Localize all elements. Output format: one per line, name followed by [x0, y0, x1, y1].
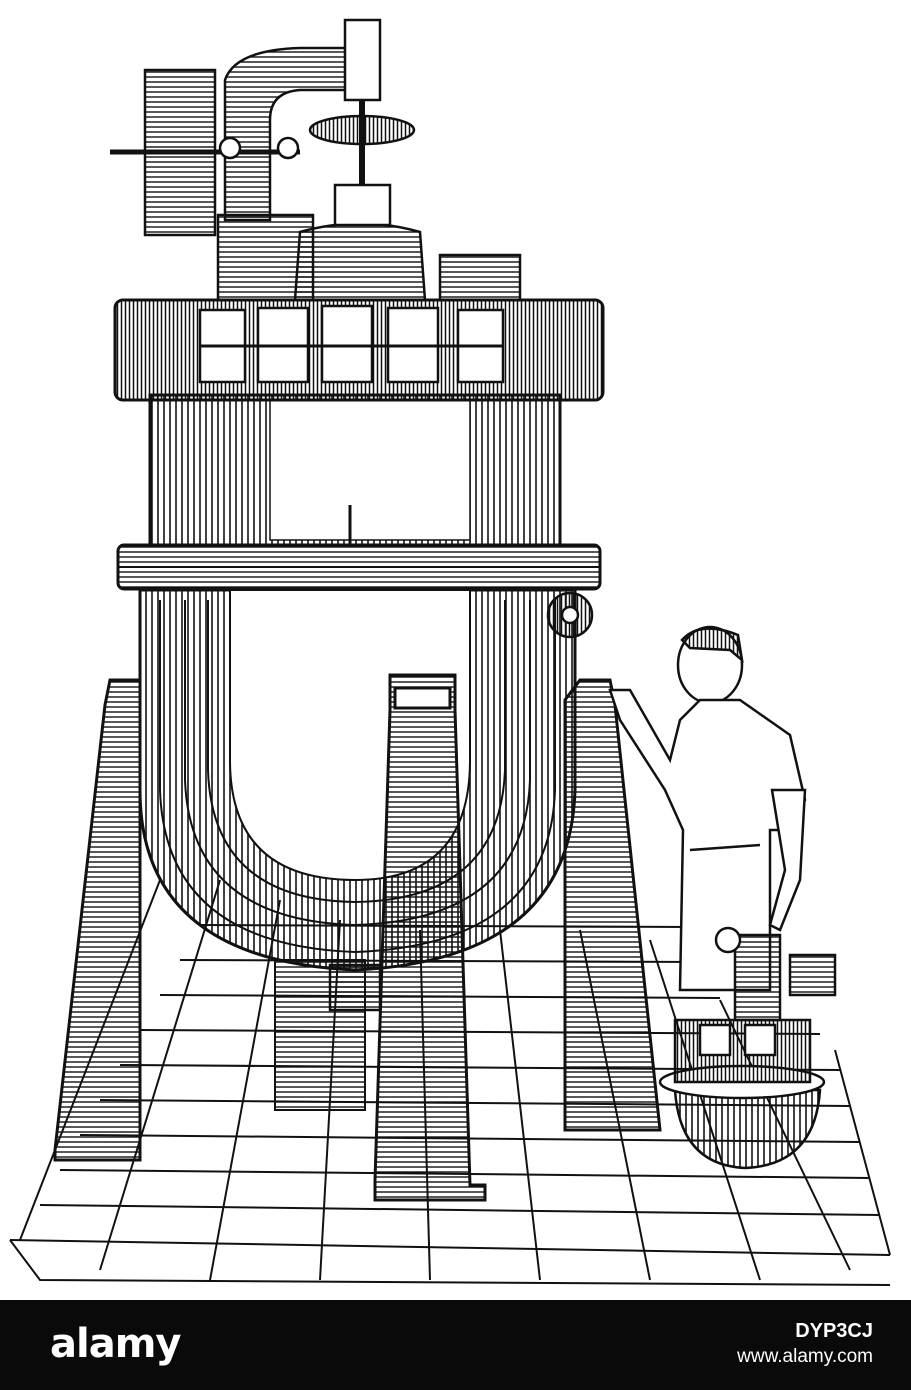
vessel-upper-cylinder [148, 393, 562, 547]
alamy-logo: alamy [50, 1321, 181, 1367]
coil-vessel-bowl [138, 588, 577, 972]
watermark-banner: alamy DYP3CJ www.alamy.com [0, 1300, 911, 1390]
small-model-apparatus [658, 926, 837, 1170]
site-url-label: www.alamy.com [737, 1346, 873, 1367]
engraving-illustration [9, 18, 891, 1286]
vessel-stands [53, 673, 662, 1202]
watermark-meta: DYP3CJ www.alamy.com [737, 1318, 873, 1370]
side-valve [546, 591, 594, 639]
top-machinery [110, 18, 522, 302]
drain-fitting [328, 963, 382, 1012]
upper-flange-ring [113, 298, 605, 402]
middle-flange-ring [116, 543, 602, 591]
image-id-label: DYP3CJ [795, 1320, 873, 1342]
illustration-svg [9, 18, 891, 1286]
workman-figure [608, 625, 807, 992]
